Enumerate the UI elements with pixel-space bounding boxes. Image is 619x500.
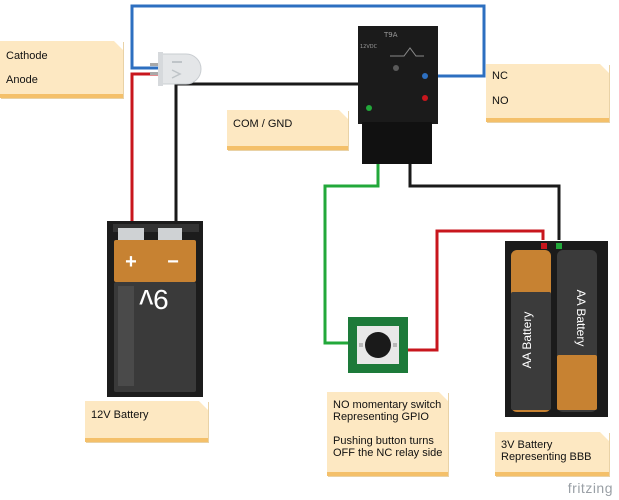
battery-3v-line-1: 3V Battery — [501, 439, 553, 451]
anode-label: Anode — [6, 74, 38, 86]
note-switch: NO momentary switch Representing GPIO Pu… — [327, 392, 448, 476]
note-3v-battery: 3V Battery Representing BBB — [495, 432, 609, 476]
battery-plus-label: + — [125, 251, 137, 273]
note-led: Cathode Anode — [0, 41, 123, 98]
nc-label: NC — [492, 70, 508, 82]
switch-line-1: NO momentary switch — [333, 399, 442, 411]
note-nc-no: NC NO — [486, 64, 609, 122]
push-button — [348, 317, 408, 373]
wire-blue — [130, 4, 486, 78]
battery-3v-line-2: Representing BBB — [501, 451, 592, 463]
wire-black-com — [174, 82, 368, 230]
battery-12v-label: 12V Battery — [91, 409, 149, 421]
cathode-label: Cathode — [6, 50, 48, 62]
wire-green — [323, 148, 380, 345]
relay-sub: 12VDC — [360, 44, 378, 50]
switch-line-2: Representing GPIO — [333, 411, 429, 423]
note-com: COM / GND — [227, 110, 348, 150]
wire-red-led — [130, 72, 160, 230]
note-12v-battery: 12V Battery — [85, 401, 208, 442]
wire-black-coil — [408, 148, 561, 240]
aa-battery-holder: AA Battery AA Battery — [505, 241, 608, 417]
led — [150, 52, 202, 86]
wire-red-switch — [407, 229, 545, 352]
aa-battery-label-2: AA Battery — [574, 290, 588, 347]
com-gnd-label: COM / GND — [233, 118, 293, 130]
battery-minus-label: − — [167, 251, 179, 273]
battery-voltage-label: 9v — [139, 284, 169, 315]
battery-9v: + − 9v — [107, 221, 203, 397]
relay-marking: T9A — [383, 31, 398, 39]
switch-line-3: Pushing button turns — [333, 435, 434, 447]
no-label: NO — [492, 95, 509, 107]
switch-line-4: OFF the NC relay side — [333, 447, 443, 459]
relay: T9A 12VDC — [358, 26, 438, 164]
aa-battery-label-1: AA Battery — [520, 312, 534, 369]
fritzing-brand: fritzing — [567, 480, 613, 496]
